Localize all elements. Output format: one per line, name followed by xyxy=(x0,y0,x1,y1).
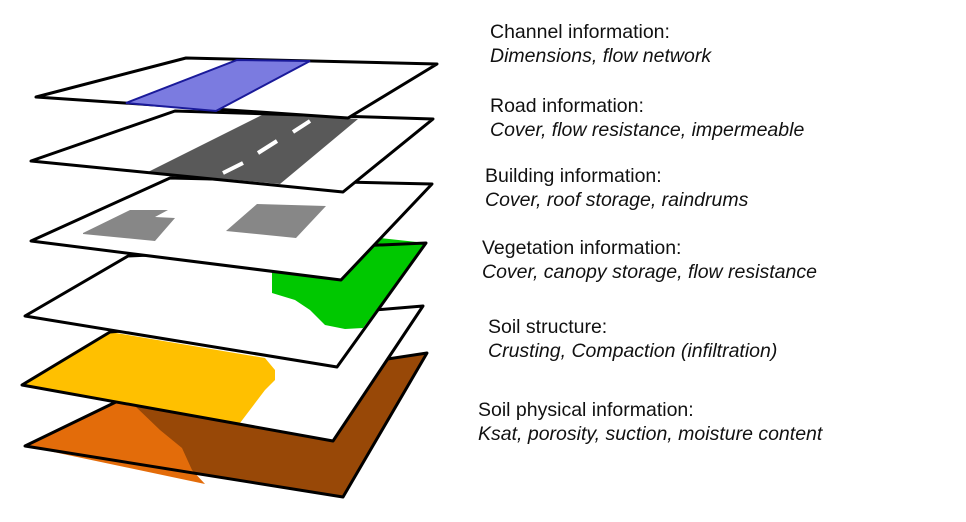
road-dash xyxy=(291,119,312,134)
road-detail: Cover, flow resistance, impermeable xyxy=(490,119,805,141)
vegetation-label: Vegetation information: Cover, canopy st… xyxy=(482,236,817,284)
building-layer xyxy=(29,176,434,282)
soil-physical-detail: Ksat, porosity, suction, moisture conten… xyxy=(478,423,823,445)
building-label: Building information: Cover, roof storag… xyxy=(485,164,748,212)
road-dash xyxy=(222,161,244,175)
building-detail: Cover, roof storage, raindrums xyxy=(485,189,749,211)
channel-label: Channel information: Dimensions, flow ne… xyxy=(490,20,711,68)
channel-strip xyxy=(125,58,311,113)
building-right xyxy=(226,204,326,238)
road-surface xyxy=(148,113,358,184)
soil-structure-title: Soil structure: xyxy=(488,316,608,338)
road-layer xyxy=(29,109,435,194)
road-dash xyxy=(256,139,279,155)
building-left xyxy=(83,210,175,241)
vegetation-detail: Cover, canopy storage, flow resistance xyxy=(482,261,817,283)
road-label: Road information: Cover, flow resistance… xyxy=(490,94,804,142)
soil-physical-label: Soil physical information: Ksat, porosit… xyxy=(478,398,822,446)
soil-physical-title: Soil physical information: xyxy=(478,399,694,421)
building-title: Building information: xyxy=(485,165,662,187)
soil-light-area xyxy=(25,400,205,484)
soil-structure-label: Soil structure: Crusting, Compaction (in… xyxy=(488,315,777,363)
channel-layer xyxy=(34,56,439,120)
channel-detail: Dimensions, flow network xyxy=(490,45,712,67)
channel-title: Channel information: xyxy=(490,21,670,43)
road-title: Road information: xyxy=(490,95,644,117)
crusting-area xyxy=(22,332,275,423)
vegetation-title: Vegetation information: xyxy=(482,237,682,259)
soil-structure-detail: Crusting, Compaction (infiltration) xyxy=(488,340,778,362)
